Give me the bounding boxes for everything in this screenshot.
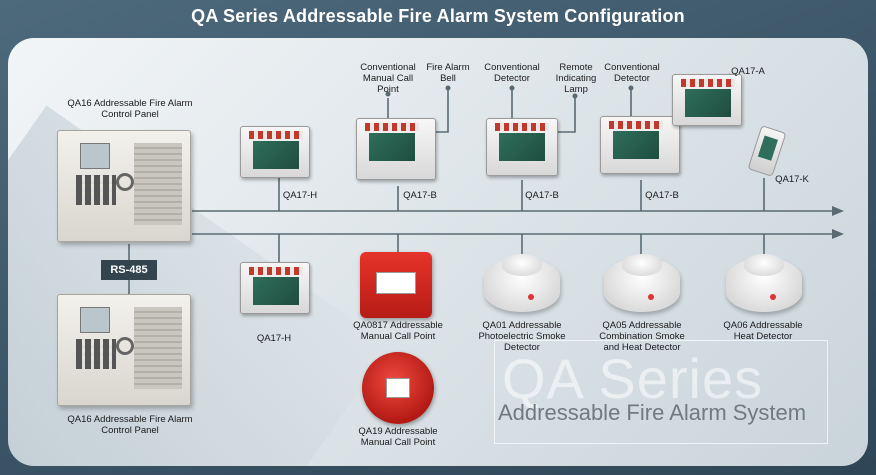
detector-cap-icon [622,254,662,276]
detector-led-icon [648,294,654,300]
call-point-window-icon [376,272,416,294]
qa19-label: QA19 Addressable Manual Call Point [358,426,438,448]
qa05-combination-detector [604,254,680,312]
terminal-block-icon [249,131,303,139]
qa17-a-label: QA17-A [731,66,765,77]
qa01-label: QA01 Addressable Photoelectric Smoke Det… [478,320,566,353]
qa17-b-label-2: QA17-B [525,190,559,201]
watermark-series-text: QA Series [502,347,764,410]
conventional-detector-label-2: Conventional Detector [604,62,660,84]
circuit-board-icon [757,135,778,161]
circuit-board-icon [685,89,731,117]
circuit-board-icon [253,277,299,305]
qa17-k-label: QA17-K [775,174,809,185]
panel-keypad-icon [76,339,116,369]
top-panel-label: QA16 Addressable Fire Alarm Control Pane… [67,98,193,120]
terminal-block-icon [249,267,303,275]
top-control-panel [57,130,191,242]
panel-knob-icon [116,173,134,191]
qa17-h-module-bottom [240,262,310,314]
panel-door-icon [134,143,182,225]
terminal-block-icon [681,79,735,87]
conventional-detector-label-1: Conventional Detector [484,62,540,84]
watermark-frame [494,340,828,444]
qa0817-manual-call-point [360,252,432,318]
qa17-b-module-2 [486,118,558,176]
terminal-block-icon [365,123,419,131]
qa05-label: QA05 Addressable Combination Smoke and H… [599,320,685,353]
panel-display-icon [80,143,110,169]
detector-cap-icon [502,254,542,276]
terminal-block-icon [495,123,549,131]
detector-cap-icon [744,254,784,276]
circuit-board-icon [499,133,545,161]
circuit-board-icon [369,133,415,161]
page-title: QA Series Addressable Fire Alarm System … [191,6,685,26]
rs485-badge: RS-485 [101,260,157,280]
qa17-h-top-label: QA17-H [282,190,318,201]
terminal-block-icon [609,121,663,129]
call-point-window-icon [386,378,410,398]
qa0817-label: QA0817 Addressable Manual Call Point [353,320,443,342]
qa17-b-label-3: QA17-B [645,190,679,201]
panel-knob-icon [116,337,134,355]
qa17-b-label-1: QA17-B [403,190,437,201]
qa19-manual-call-point [362,352,434,424]
qa17-h-bottom-label: QA17-H [256,333,292,344]
bottom-control-panel [57,294,191,406]
remote-indicating-lamp-label: Remote Indicating Lamp [555,62,597,95]
panel-keypad-icon [76,175,116,205]
panel-door-icon [134,307,182,389]
qa17-h-module-top [240,126,310,178]
qa17-a-module [672,74,742,126]
qa17-b-module-3 [600,116,680,174]
qa01-smoke-detector [484,254,560,312]
qa06-heat-detector [726,254,802,312]
qa17-b-module-1 [356,118,436,180]
fire-alarm-bell-label: Fire Alarm Bell [426,62,470,84]
detector-led-icon [770,294,776,300]
detector-led-icon [528,294,534,300]
bottom-panel-label: QA16 Addressable Fire Alarm Control Pane… [67,414,193,436]
circuit-board-icon [253,141,299,169]
qa06-label: QA06 Addressable Heat Detector [723,320,803,342]
watermark-system-text: Addressable Fire Alarm System [498,400,807,425]
conventional-mcp-label: Conventional Manual Call Point [360,62,416,95]
circuit-board-icon [613,131,659,159]
panel-display-icon [80,307,110,333]
